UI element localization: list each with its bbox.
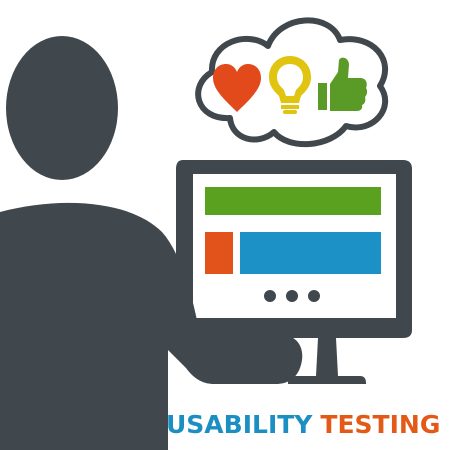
screen-dot (264, 290, 276, 302)
screen-dot (308, 290, 320, 302)
screen-content-block (240, 232, 381, 274)
caption-word-usability: USABILITY (166, 410, 313, 439)
person-silhouette-icon (0, 36, 303, 450)
screen-dot (286, 290, 298, 302)
screen-sidebar-block (205, 232, 233, 274)
screen-banner-bar (205, 187, 381, 215)
monitor-icon (176, 160, 412, 384)
heart-icon (213, 64, 261, 112)
caption-word-testing: TESTING (320, 410, 441, 439)
thought-cloud-icon (195, 17, 389, 147)
lightbulb-icon (269, 56, 311, 114)
thumbs-up-icon (318, 57, 368, 111)
